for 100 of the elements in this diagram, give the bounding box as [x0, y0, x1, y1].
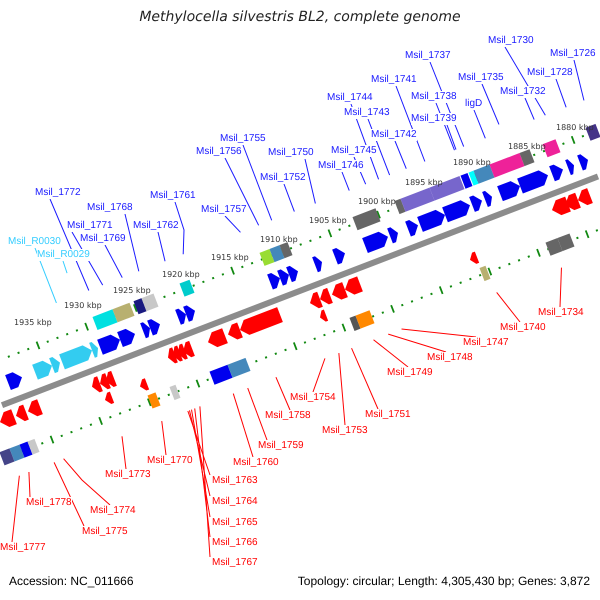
- gene-label: Msil_1751: [365, 409, 411, 421]
- gene-label: Msil_1756: [196, 146, 242, 158]
- gene-label: Msil_1735: [458, 72, 504, 84]
- gene-label: Msil_R0030: [8, 236, 61, 248]
- gene-label: ligD: [465, 98, 482, 110]
- gene-label: Msil_1739: [411, 113, 457, 125]
- gene-label: Msil_1772: [35, 187, 81, 199]
- gene-label: Msil_R0029: [37, 249, 90, 261]
- gene-label: Msil_1752: [260, 172, 306, 184]
- leader-line: [62, 260, 68, 274]
- leader-line: [28, 472, 30, 498]
- gene-label: Msil_1762: [133, 220, 179, 232]
- gene-label: Msil_1734: [538, 307, 584, 319]
- scale-label: 1925 kbp: [113, 286, 151, 296]
- leader-line: [474, 110, 486, 139]
- gene-label: Msil_1746: [318, 160, 364, 172]
- gene-label: Msil_1730: [488, 35, 534, 47]
- leader-line: [224, 216, 241, 233]
- gene-label: Msil_1769: [80, 233, 126, 245]
- leader-line: [54, 462, 84, 526]
- gene-label: Msil_1740: [500, 322, 546, 334]
- gene-label: Msil_1770: [147, 455, 193, 467]
- leader-line: [304, 158, 316, 204]
- gene-label: Msil_1728: [527, 67, 573, 79]
- leader-line: [394, 140, 407, 170]
- leader-line: [161, 420, 166, 456]
- scale-label: 1920 kbp: [162, 270, 200, 280]
- leader-line: [496, 292, 520, 322]
- gene-label: Msil_1765: [212, 517, 258, 529]
- gene-label: Msil_1760: [233, 457, 279, 469]
- gene-label: Msil_1745: [331, 145, 377, 157]
- leader-line: [338, 352, 346, 426]
- leader-line: [12, 475, 20, 542]
- gene-label: Msil_1777: [0, 542, 46, 554]
- gene-label: Msil_1771: [67, 220, 113, 232]
- gene-label: Msil_1732: [500, 86, 546, 98]
- gene-label: Msil_1768: [87, 202, 133, 214]
- leader-line: [50, 198, 90, 291]
- gene-label: Msil_1755: [220, 133, 266, 145]
- leader-line: [174, 202, 184, 255]
- gene-label: Msil_1775: [82, 526, 128, 538]
- gene-label: Msil_1767: [212, 557, 258, 569]
- gene-label: Msil_1737: [405, 50, 451, 62]
- leader-line: [373, 339, 408, 368]
- gene-label: Msil_1778: [26, 497, 72, 509]
- gene-label: Msil_1748: [427, 352, 473, 364]
- leader-line: [351, 348, 378, 410]
- scale-label: 1930 kbp: [64, 301, 102, 311]
- gene-label: Msil_1726: [550, 48, 596, 60]
- leader-line: [388, 334, 446, 352]
- leader-line: [188, 410, 210, 496]
- gene-label: Msil_1741: [371, 74, 417, 86]
- gene-label: Msil_1774: [90, 505, 136, 517]
- leader-line: [224, 158, 260, 226]
- leader-line: [342, 172, 350, 192]
- diagram-title: Methylocella silvestris BL2, complete genome: [138, 9, 462, 26]
- scale-label: 1890 kbp: [453, 158, 491, 168]
- gene-label: Msil_1742: [371, 129, 417, 141]
- genome-summary-text: Topology: circular; Length: 4,305,430 bp; Genes: 3,872: [298, 574, 590, 588]
- leader-line: [104, 244, 123, 278]
- scale-label: 1935 kbp: [14, 318, 52, 328]
- gene-label: Msil_1759: [258, 440, 304, 452]
- leader-line: [275, 376, 290, 410]
- gene-label: Msil_1761: [150, 190, 196, 202]
- scale-label: 1895 kbp: [405, 178, 443, 188]
- gene-label: Msil_1738: [411, 91, 457, 103]
- leader-line: [524, 98, 535, 120]
- accession-text: Accession: NC_011666: [9, 574, 134, 588]
- leader-line: [194, 408, 210, 538]
- gene-label: Msil_1747: [463, 337, 509, 349]
- gene-label: Msil_1757: [201, 204, 247, 216]
- leader-line: [560, 267, 562, 308]
- leader-line: [158, 232, 166, 262]
- leader-line: [63, 458, 110, 506]
- scale-label: 1910 kbp: [260, 235, 298, 245]
- leader-line: [247, 388, 268, 440]
- leader-line: [232, 393, 254, 458]
- gene-label: Msil_1743: [344, 107, 390, 119]
- leader-line: [191, 409, 210, 518]
- leader-line: [284, 184, 295, 212]
- gene-label: Msil_1750: [268, 147, 314, 159]
- scale-label: 1905 kbp: [309, 216, 347, 226]
- gene-label: Msil_1753: [322, 425, 368, 437]
- gene-label: Msil_1749: [387, 367, 433, 379]
- leader-line: [401, 328, 476, 338]
- gene-label: Msil_1766: [212, 537, 258, 549]
- gene-label: Msil_1763: [212, 475, 258, 487]
- leader-line: [242, 144, 272, 221]
- leader-line: [574, 60, 584, 101]
- leader-line: [482, 84, 500, 125]
- gene-label: Msil_1758: [265, 410, 311, 422]
- leader-line: [446, 124, 456, 150]
- leader-line: [199, 406, 210, 558]
- leader-line: [34, 248, 57, 304]
- leader-line: [312, 358, 326, 392]
- scale-label: 1900 kbp: [358, 197, 396, 207]
- leader-line: [122, 436, 126, 470]
- gene-label: Msil_1764: [212, 496, 258, 508]
- leader-line: [556, 78, 567, 108]
- gene-label: Msil_1754: [290, 392, 336, 404]
